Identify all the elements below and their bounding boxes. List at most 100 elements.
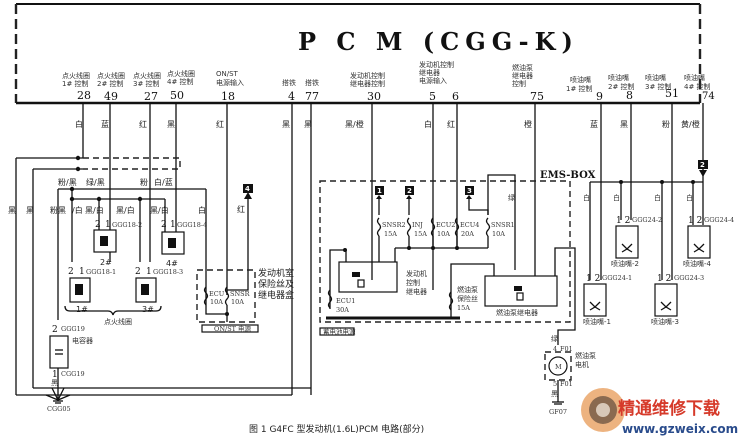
ignition-coil-3: 2 1 GGG18-3 3# xyxy=(135,267,183,314)
diagram-label: 控制 xyxy=(406,278,420,287)
diagram-circle xyxy=(407,246,411,250)
diagram-path xyxy=(376,217,382,237)
diagram-label: 2 xyxy=(95,220,101,230)
diagram-rect xyxy=(141,284,149,295)
diagram-label: 黑/白 xyxy=(116,205,135,215)
pin-label: 点火线圈 xyxy=(167,69,195,78)
diagram-label: GGG18-1 xyxy=(86,268,116,276)
diagram-label: 发动机室 xyxy=(258,267,294,279)
pin-number: 50 xyxy=(170,89,184,102)
diagram-polyline xyxy=(329,249,345,309)
diagram-label: 10A xyxy=(231,298,244,306)
diagram-label: 20A xyxy=(461,230,474,238)
diagram-label: 白 xyxy=(583,193,590,202)
ignition-coil-4: 2 1 GGG18-4 4# xyxy=(161,220,207,268)
ignition-section: 粉/黑 绿/黑 粉 白/蓝 黑 黑 粉黑 /白 黑/白 黑/白 黑/白 白 2 … xyxy=(8,155,311,413)
diagram-label: 精通维修下载 xyxy=(618,398,720,419)
diagram-label: 4# xyxy=(166,259,178,268)
diagram-rect xyxy=(516,292,524,301)
diagram-polyline xyxy=(83,157,181,170)
diagram-label: 橙 xyxy=(524,119,532,129)
diagram-label: INJ xyxy=(412,221,423,229)
diagram-polyline xyxy=(450,263,495,318)
diagram-rect xyxy=(375,186,384,195)
diagram-polygon xyxy=(466,195,472,199)
diagram-label: 黄/橙 xyxy=(681,119,700,129)
diagram-label: 白 xyxy=(686,193,693,202)
diagram-label: 15A xyxy=(414,230,427,238)
diagram-path xyxy=(621,243,633,253)
diagram-label: 2 xyxy=(68,267,74,277)
diagram-label: 绿 xyxy=(508,193,515,202)
pin-label: 搭铁 xyxy=(305,78,319,87)
diagram-rect xyxy=(100,236,108,246)
diagram-rect xyxy=(243,184,253,193)
pin-number: 77 xyxy=(305,90,319,103)
diagram-label: 1 xyxy=(105,220,111,230)
diagram-label: 1 2 xyxy=(688,216,702,226)
diagram-path xyxy=(485,217,491,237)
diagram-label: 红 xyxy=(216,119,224,129)
pin-number: 74 xyxy=(702,91,715,102)
diagram-rect xyxy=(201,324,259,333)
diagram-label: 10A xyxy=(437,230,450,238)
diagram-label: CGG05 xyxy=(47,405,71,413)
diagram-rect xyxy=(654,283,678,317)
diagram-label: 白 xyxy=(75,119,83,129)
diagram-label: 电容器 xyxy=(72,336,93,345)
diagram-label: /白 xyxy=(72,205,83,215)
diagram-label: 白 xyxy=(198,205,206,215)
diagram-label: 蓄电池电源 xyxy=(323,327,356,336)
pin-number: 75 xyxy=(530,90,544,103)
diagram-label: ECU2 xyxy=(436,221,455,229)
diagram-label: GGG18-3 xyxy=(153,268,183,276)
diagram-rect xyxy=(615,225,639,259)
diagram-label: 黑 xyxy=(26,206,34,215)
diagram-label: 10A xyxy=(492,230,505,238)
diagram-polyline xyxy=(468,198,489,215)
diagram-rect xyxy=(583,283,607,317)
diagram-label: 1 2 xyxy=(586,274,600,284)
diagram-label: 1 xyxy=(170,220,176,230)
pin-label: 点火线圈 xyxy=(133,71,161,80)
diagram-label: 2# xyxy=(100,258,112,267)
injector-4: 1 2 GGG24-4 喷油嘴-4 xyxy=(683,216,734,268)
pin-label: 3# 控制 xyxy=(645,82,672,91)
diagram-circle xyxy=(431,246,435,250)
diagram-label: 保险丝 xyxy=(457,294,478,303)
pcm-title: P C M (CGG-K) xyxy=(298,27,579,56)
diagram-label: 白/蓝 xyxy=(154,177,173,187)
pin-number: 30 xyxy=(367,90,381,103)
diagram-label: 2 xyxy=(407,187,412,195)
diagram-label: 4 xyxy=(245,185,250,193)
diagram-path xyxy=(430,217,436,237)
diagram-label: 15A xyxy=(457,304,470,312)
diagram-label: 喷油嘴-2 xyxy=(611,259,639,268)
pin-label: 控制 xyxy=(512,79,526,88)
diagram-label: 红 xyxy=(237,204,245,214)
diagram-polygon xyxy=(406,195,412,199)
pin-label: 1# 控制 xyxy=(566,84,593,93)
diagram-path xyxy=(454,217,460,237)
diagram-label: F01 xyxy=(560,380,573,388)
diagram-rect xyxy=(319,327,355,336)
diagram-rect xyxy=(514,286,522,291)
pin-label: 4# 控制 xyxy=(684,82,711,91)
diagram-label: 1 xyxy=(146,267,152,277)
diagram-label: 白 xyxy=(654,193,661,202)
pin-label: 喷油嘴 xyxy=(645,73,666,82)
diagram-label: ECU xyxy=(209,290,225,298)
pin-label: 4# 控制 xyxy=(167,77,194,86)
diagram-rect xyxy=(319,180,571,323)
diagram-label: 喷油嘴-4 xyxy=(683,259,712,268)
diagram-label: 点火线圈 xyxy=(104,317,132,326)
diagram-circle xyxy=(69,196,75,202)
diagram-label: ECU4 xyxy=(460,221,479,229)
diagram-label: GGG18-2 xyxy=(112,221,142,229)
injector-1: 1 2 GGG24-1 喷油嘴-1 xyxy=(583,274,632,326)
diagram-path xyxy=(693,243,705,253)
diagram-polyline xyxy=(205,305,228,315)
diagram-label: SNSR1 xyxy=(491,221,515,229)
diagram-label: 5 xyxy=(553,380,557,388)
